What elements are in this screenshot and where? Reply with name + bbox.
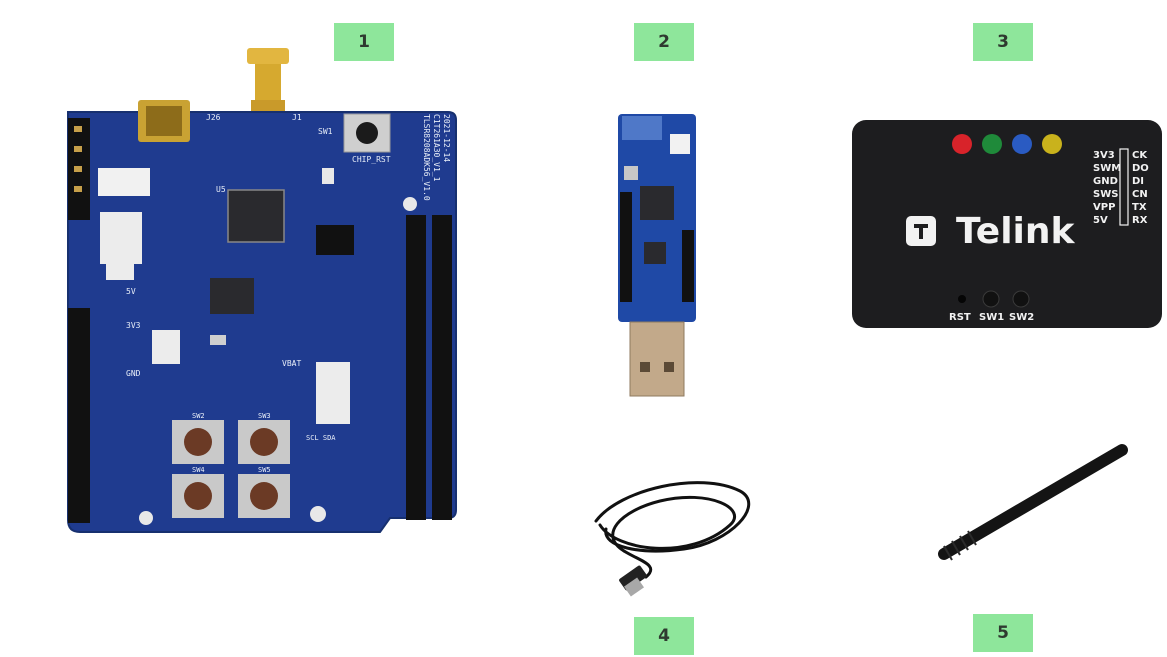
pin-left-2: SWM <box>1093 163 1121 174</box>
board-title-label: TLSR8208ADK56_V1.0 <box>422 114 431 201</box>
board-u5-label: U5 <box>216 185 226 194</box>
sw1-label: SW1 <box>979 312 1004 323</box>
item-number-2: 2 <box>634 23 694 61</box>
pin-right-4: CN <box>1132 189 1148 200</box>
board-sw4-label: SW4 <box>192 466 205 474</box>
pin-left-4: SWS <box>1093 189 1118 200</box>
board-sw2-label: SW2 <box>192 412 205 420</box>
development-board: CHIP_RST SW1 J26 J1 U5 SW2 SW3 SW4 SW5 5… <box>60 40 465 540</box>
board-j1-label: J1 <box>292 113 302 122</box>
item-number-5: 5 <box>973 614 1033 652</box>
green-led-icon <box>982 134 1002 154</box>
pin-right-1: CK <box>1132 150 1148 161</box>
pin-right-3: DI <box>1132 176 1144 187</box>
usb-dongle <box>614 110 700 400</box>
pin-right-2: DO <box>1132 163 1149 174</box>
board-chip-rst-label: CHIP_RST <box>352 155 391 164</box>
board-5v-label: 5V <box>126 287 136 296</box>
telink-brand-text: Telink <box>956 211 1076 252</box>
sw2-button-icon <box>1012 290 1030 308</box>
board-sw1-label: SW1 <box>318 127 333 136</box>
pin-right-5: TX <box>1132 202 1147 213</box>
item-number-4: 4 <box>634 617 694 655</box>
rst-hole-icon <box>958 295 966 303</box>
pin-left-5: VPP <box>1093 202 1115 213</box>
yellow-led-icon <box>1042 134 1062 154</box>
rst-label: RST <box>949 312 971 323</box>
telink-debugger: Telink 3V3 SWM GND SWS VPP 5V CK DO DI C… <box>850 118 1164 332</box>
pin-left-1: 3V3 <box>1093 150 1115 161</box>
blue-led-icon <box>1012 134 1032 154</box>
pin-left-3: GND <box>1093 176 1118 187</box>
usb-cable <box>580 465 760 600</box>
sw1-button-icon <box>982 290 1000 308</box>
antenna <box>930 438 1135 568</box>
board-subtitle-label: C1T261A30_V1_1 <box>432 114 441 182</box>
item-number-1: 1 <box>334 23 394 61</box>
pin-right-6: RX <box>1132 215 1148 226</box>
item-number-3: 3 <box>973 23 1033 61</box>
red-led-icon <box>952 134 972 154</box>
pin-left-6: 5V <box>1093 215 1108 226</box>
board-vbat-label: VBAT <box>282 359 301 368</box>
sw2-label: SW2 <box>1009 312 1034 323</box>
telink-logo-icon <box>906 216 936 246</box>
board-gnd-label: GND <box>126 369 141 378</box>
board-3v3-label: 3V3 <box>126 321 141 330</box>
board-sw5-label: SW5 <box>258 466 271 474</box>
board-sw3-label: SW3 <box>258 412 271 420</box>
board-date-label: 2021-12-14 <box>442 114 451 162</box>
board-j26-label: J26 <box>206 113 221 122</box>
board-scl-sda-label: SCL SDA <box>306 434 336 442</box>
